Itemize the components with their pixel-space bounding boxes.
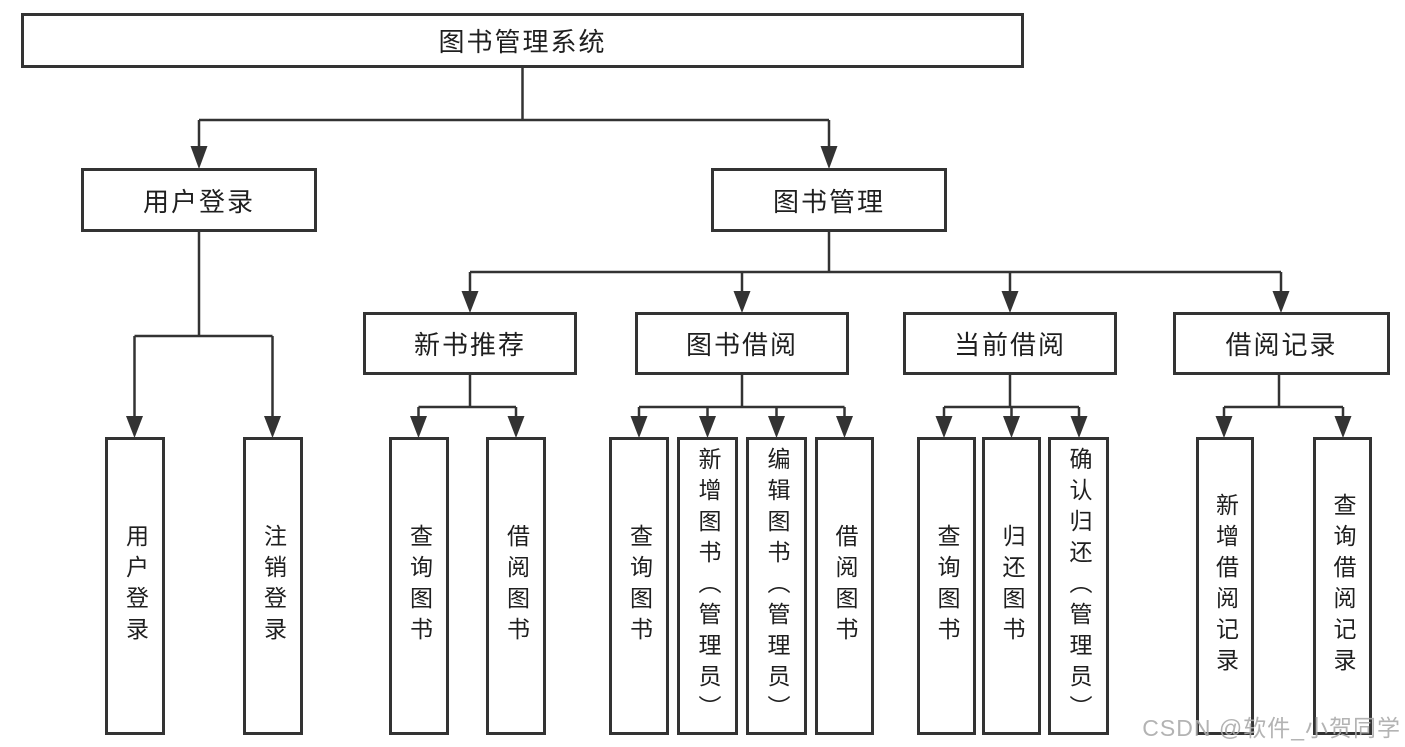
arrow-down-icon xyxy=(1003,416,1020,438)
node-borrow-record: 借阅记录 xyxy=(1173,312,1390,375)
arrow-down-icon xyxy=(1070,416,1088,438)
connector-lines xyxy=(133,68,1345,417)
leaf-edit-book-admin: 编辑图书（管理员） xyxy=(746,437,807,735)
leaf-query-book-2-label: 查询图书 xyxy=(626,524,653,648)
arrow-down-icon xyxy=(461,291,479,313)
arrow-down-icon xyxy=(768,416,785,438)
arrow-down-icon xyxy=(1272,291,1290,313)
leaf-return-book: 归还图书 xyxy=(982,437,1041,735)
leaf-borrow-book-2: 借阅图书 xyxy=(815,437,874,735)
leaf-borrow-book-1-label: 借阅图书 xyxy=(503,524,530,648)
leaf-add-book-admin-label: 新增图书（管理员） xyxy=(695,446,721,726)
leaf-add-borrow-record-label: 新增借阅记录 xyxy=(1212,493,1239,679)
arrow-down-icon xyxy=(630,416,648,438)
node-library-management-system-label: 图书管理系统 xyxy=(438,27,607,57)
node-current-borrow-label: 当前借阅 xyxy=(953,330,1066,360)
arrow-down-icon xyxy=(699,416,716,438)
leaf-borrow-book-2-label: 借阅图书 xyxy=(832,524,858,648)
node-book-borrow-label: 图书借阅 xyxy=(685,330,798,360)
leaf-query-book-2: 查询图书 xyxy=(609,437,669,735)
leaf-query-book-1: 查询图书 xyxy=(389,437,449,735)
leaf-query-borrow-record: 查询借阅记录 xyxy=(1313,437,1372,735)
arrow-down-icon xyxy=(836,416,853,438)
node-library-management-system: 图书管理系统 xyxy=(21,13,1024,68)
leaf-logout: 注销登录 xyxy=(243,437,303,735)
leaf-query-book-3: 查询图书 xyxy=(917,437,976,735)
node-borrow-record-label: 借阅记录 xyxy=(1225,330,1338,360)
arrow-down-icon xyxy=(1215,416,1233,438)
arrow-down-icon xyxy=(820,146,838,169)
node-current-borrow: 当前借阅 xyxy=(903,312,1117,375)
arrow-down-icon xyxy=(126,416,143,438)
leaf-return-book-label: 归还图书 xyxy=(999,524,1025,648)
leaf-logout-label: 注销登录 xyxy=(260,524,287,648)
node-user-login-label: 用户登录 xyxy=(142,186,255,217)
leaf-user-login: 用户登录 xyxy=(105,437,165,735)
leaf-confirm-return-admin-label: 确认归还（管理员） xyxy=(1066,446,1092,726)
leaf-add-borrow-record: 新增借阅记录 xyxy=(1196,437,1254,735)
node-new-book-recommend-label: 新书推荐 xyxy=(413,330,526,360)
arrow-down-icon xyxy=(410,416,427,438)
arrow-down-icon xyxy=(190,146,208,169)
leaf-query-book-1-label: 查询图书 xyxy=(406,524,433,648)
arrowheads xyxy=(126,146,1352,438)
leaf-query-book-3-label: 查询图书 xyxy=(934,524,960,648)
arrow-down-icon xyxy=(733,291,751,313)
arrow-down-icon xyxy=(935,416,953,438)
arrow-down-icon xyxy=(264,416,281,438)
node-user-login: 用户登录 xyxy=(81,168,317,232)
csdn-watermark: CSDN @软件_小贺同学 xyxy=(1142,715,1401,741)
leaf-edit-book-admin-label: 编辑图书（管理员） xyxy=(764,446,790,726)
node-book-management-label: 图书管理 xyxy=(772,186,885,217)
node-book-borrow: 图书借阅 xyxy=(635,312,849,375)
arrow-down-icon xyxy=(1334,416,1352,438)
leaf-borrow-book-1: 借阅图书 xyxy=(486,437,546,735)
node-book-management: 图书管理 xyxy=(711,168,947,232)
leaf-confirm-return-admin: 确认归还（管理员） xyxy=(1048,437,1109,735)
node-new-book-recommend: 新书推荐 xyxy=(363,312,577,375)
arrow-down-icon xyxy=(1001,291,1019,313)
leaf-add-book-admin: 新增图书（管理员） xyxy=(677,437,738,735)
arrow-down-icon xyxy=(507,416,525,438)
leaf-user-login-label: 用户登录 xyxy=(122,524,149,648)
leaf-query-borrow-record-label: 查询借阅记录 xyxy=(1330,493,1356,679)
